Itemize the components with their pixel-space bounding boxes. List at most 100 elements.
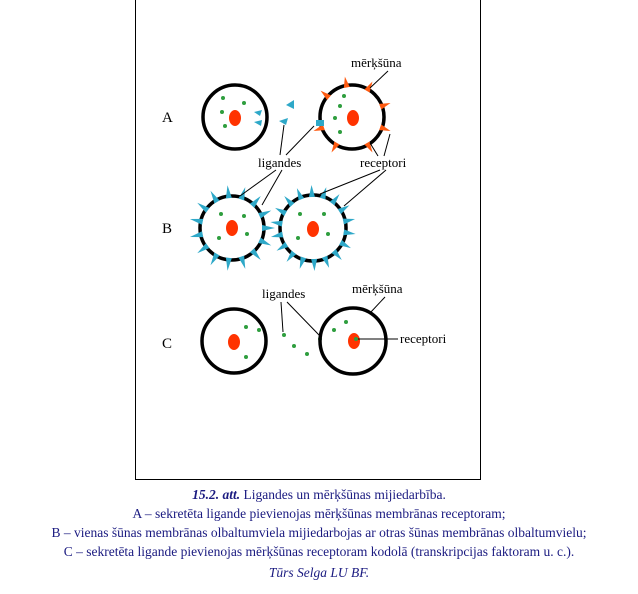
- membrane-protein: [238, 255, 246, 269]
- row-b-cell-left: [189, 185, 275, 271]
- figure-frame: [135, 0, 481, 480]
- caption-line-c: C – sekretēta ligande pievienojas mērķšū…: [63, 544, 575, 559]
- label-receptors-a: receptori: [360, 155, 407, 170]
- membrane-protein: [189, 218, 204, 225]
- leader-line: [239, 169, 277, 197]
- receptor: [379, 124, 391, 132]
- vesicle: [244, 325, 248, 329]
- leader-line: [286, 301, 321, 337]
- membrane-protein: [286, 250, 297, 262]
- cell-signaling-diagram: A B C mērķšūna ligandes receptori: [162, 55, 447, 376]
- free-ligand: [305, 352, 309, 356]
- receptor-group: [313, 76, 391, 153]
- vesicle: [333, 116, 337, 120]
- receptor: [313, 124, 325, 132]
- vesicle: [245, 232, 249, 236]
- nucleus: [348, 333, 360, 349]
- membrane-protein: [329, 194, 340, 206]
- membrane-protein: [276, 241, 289, 251]
- leader-line: [285, 125, 315, 156]
- label-target-cell-c: mērķšūna: [352, 281, 403, 296]
- receptor: [364, 81, 373, 93]
- row-label-b: B: [162, 221, 172, 237]
- vesicle: [257, 328, 261, 332]
- vesicle: [326, 232, 330, 236]
- vesicle: [338, 130, 342, 134]
- leader-line: [369, 70, 389, 89]
- membrane-protein: [210, 252, 220, 266]
- leader-line: [369, 142, 379, 157]
- membrane-protein: [225, 185, 232, 199]
- cell-membrane: [200, 307, 268, 375]
- nucleus: [307, 221, 319, 237]
- membrane-protein: [249, 248, 261, 260]
- membrane-protein: [299, 256, 307, 269]
- membrane-protein-group: [189, 185, 275, 271]
- membrane-protein: [225, 257, 232, 271]
- membrane-protein: [311, 258, 318, 271]
- vesicle: [242, 101, 246, 105]
- caption-title-line: 15.2. att. Ligandes un mērķšūnas mijieda…: [0, 486, 638, 504]
- leader-line: [383, 133, 391, 157]
- leader-line: [343, 169, 387, 207]
- leader-line: [319, 169, 381, 195]
- membrane-protein: [270, 231, 284, 238]
- label-target-cell-a: mērķšūna: [351, 55, 402, 70]
- membrane-protein: [337, 205, 350, 215]
- membrane-protein: [321, 255, 330, 268]
- secreted-ligand: [254, 120, 262, 126]
- vesicle: [244, 355, 248, 359]
- vesicle: [332, 328, 336, 332]
- membrane-protein: [189, 231, 204, 238]
- membrane-protein: [270, 220, 283, 227]
- leader-line: [369, 296, 386, 314]
- nucleus: [229, 110, 241, 126]
- membrane-protein: [331, 249, 342, 260]
- membrane-protein: [197, 243, 210, 254]
- vesicle: [342, 94, 346, 98]
- row-a-secreting-cell: [201, 83, 269, 151]
- secreted-ligand: [254, 110, 262, 116]
- vesicle: [242, 214, 246, 218]
- vesicle: [296, 236, 300, 240]
- membrane-protein: [258, 210, 272, 219]
- cell-membrane: [318, 83, 386, 151]
- receptor: [364, 141, 373, 153]
- free-ligand: [292, 344, 296, 348]
- label-receptors-c: receptori: [400, 331, 447, 346]
- membrane-protein: [284, 196, 295, 207]
- row-b-cell-right: [270, 185, 356, 271]
- vesicle: [220, 110, 224, 114]
- vesicle: [221, 96, 225, 100]
- caption-line-b: B – vienas šūnas membrānas olbaltumviela…: [51, 525, 587, 540]
- vesicle: [298, 212, 302, 216]
- row-c-target-cell: [318, 306, 388, 376]
- row-label-a: A: [162, 110, 173, 126]
- row-a-target-cell: [313, 76, 391, 153]
- membrane-protein: [343, 229, 356, 236]
- receptor: [320, 90, 331, 101]
- free-ligand: [279, 118, 288, 125]
- free-ligand: [286, 100, 294, 109]
- bound-ligand: [316, 120, 324, 126]
- vesicle: [322, 212, 326, 216]
- caption-number: 15.2. att.: [192, 487, 241, 502]
- vesicle: [344, 320, 348, 324]
- caption-line-a: A – sekretēta ligande pievienojas mērķšū…: [132, 506, 506, 521]
- membrane-protein: [210, 190, 220, 204]
- membrane-protein: [197, 202, 210, 213]
- row-label-c: C: [162, 336, 172, 352]
- membrane-protein: [258, 237, 272, 246]
- cell-membrane: [201, 83, 269, 151]
- membrane-protein: [275, 207, 288, 217]
- bound-ligand: [354, 337, 358, 341]
- vesicle: [223, 124, 227, 128]
- nucleus: [347, 110, 359, 126]
- vesicle: [338, 104, 342, 108]
- nucleus: [226, 220, 238, 236]
- leader-line: [280, 301, 284, 333]
- cell-membrane: [318, 306, 388, 376]
- free-ligand: [282, 333, 286, 337]
- label-ligands-c: ligandes: [262, 286, 305, 301]
- label-ligands-a: ligandes: [258, 155, 301, 170]
